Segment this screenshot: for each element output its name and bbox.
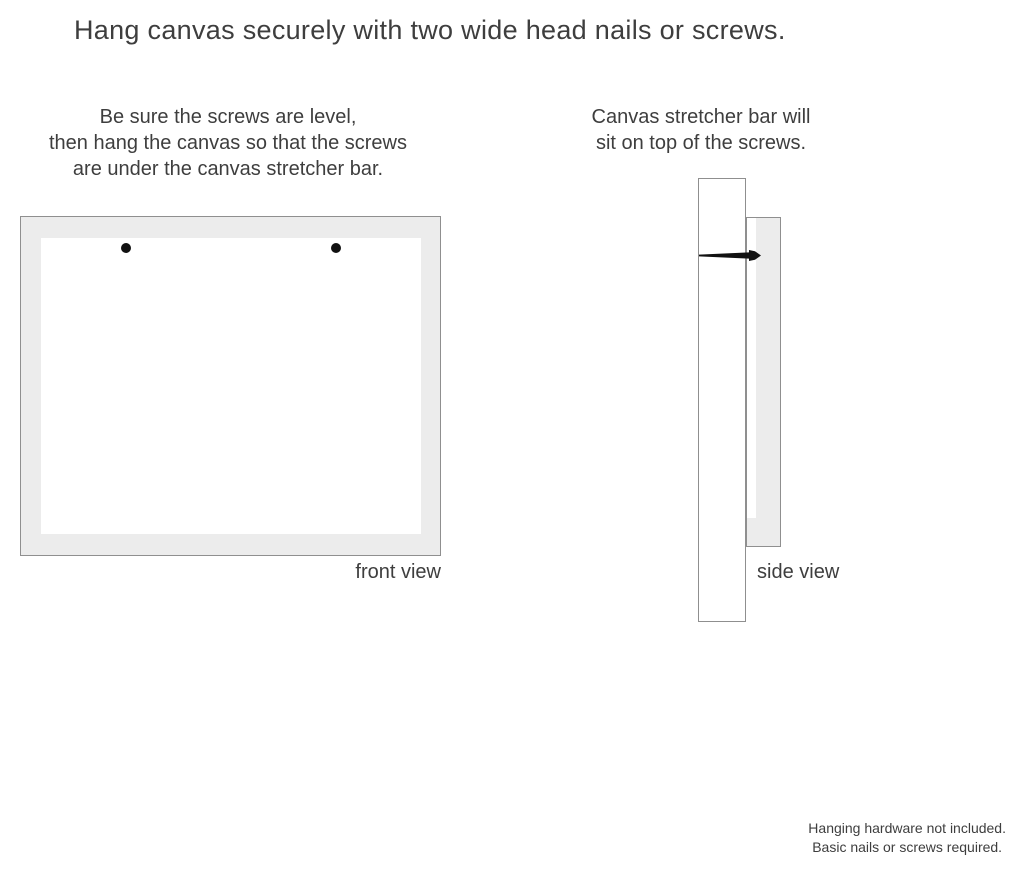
front-view-label: front view [355,561,441,583]
nail-icon [699,250,761,261]
front-view-instructions: Be sure the screws are level, then hang … [49,106,407,180]
canvas-inner-area [41,238,421,534]
canvas-edge-highlight [747,218,756,518]
side-view-canvas-edge [746,217,781,547]
nail-head-left-icon [121,243,131,253]
wall-strip [698,178,746,622]
nail-head-right-icon [331,243,341,253]
side-view-instructions: Canvas stretcher bar will sit on top of … [591,106,811,154]
page-title: Hang canvas securely with two wide head … [74,15,786,45]
side-view-label: side view [757,561,840,583]
hardware-disclaimer: Hanging hardware not included. Basic nai… [808,820,1006,855]
front-view-canvas [20,216,441,556]
